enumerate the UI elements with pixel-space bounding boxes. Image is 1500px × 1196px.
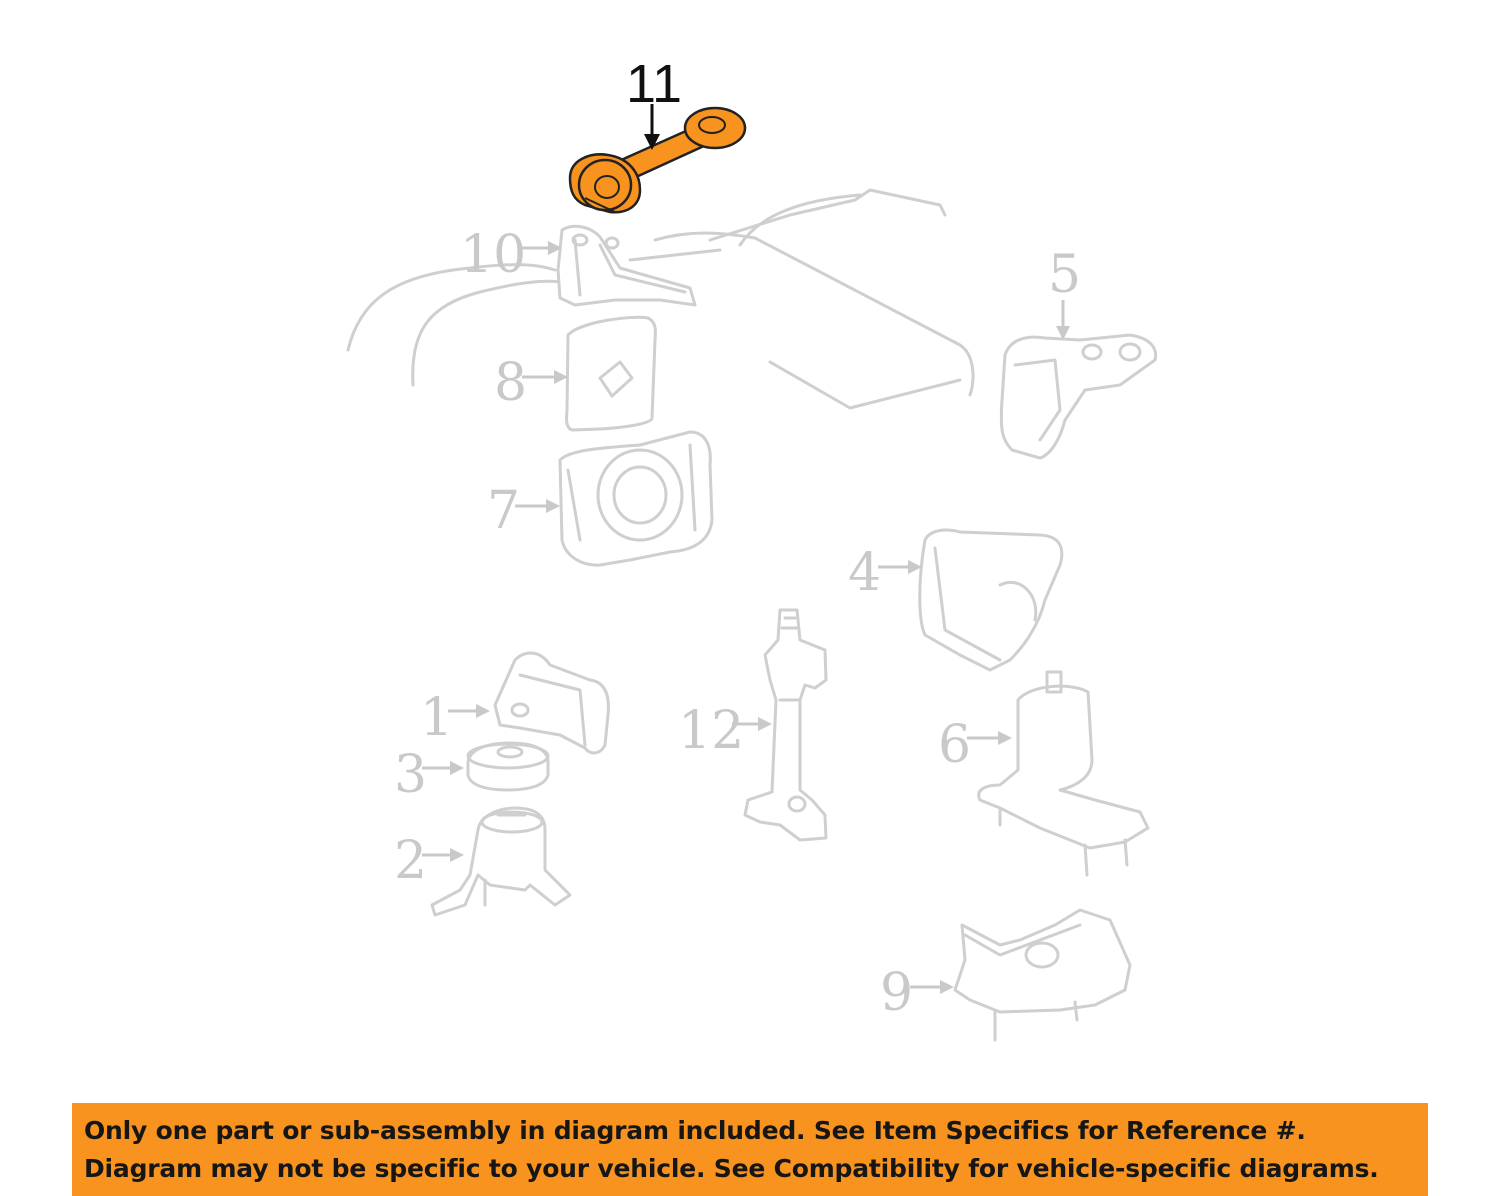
part-9-mount[interactable] <box>953 908 1132 1042</box>
callout-12-arrow <box>732 717 772 731</box>
part-4-bracket[interactable] <box>918 528 1064 672</box>
part-1-bracket[interactable] <box>493 651 610 755</box>
callout-2-arrow <box>422 848 464 862</box>
callout-7-arrow <box>515 499 560 513</box>
part-7-mount-housing[interactable] <box>558 430 714 567</box>
callout-8-arrow <box>522 370 568 384</box>
callout-11: 11 <box>626 54 682 114</box>
disclaimer-line-1: Only one part or sub-assembly in diagram… <box>84 1115 1306 1145</box>
disclaimer-line-2: Diagram may not be specific to your vehi… <box>84 1153 1379 1183</box>
callout-10-arrow <box>520 241 562 255</box>
callout-12: 12 <box>678 701 744 761</box>
callout-4: 4 <box>848 543 881 603</box>
part-3-washer[interactable] <box>466 741 550 792</box>
callout-1: 1 <box>420 688 453 748</box>
callout-3-arrow <box>422 761 464 775</box>
part-12-damper[interactable] <box>743 608 828 842</box>
callout-2: 2 <box>394 831 427 891</box>
callout-9-arrow <box>910 980 954 994</box>
engine-outline <box>346 188 975 410</box>
part-11-torque-rod[interactable] <box>568 106 747 214</box>
part-5-bracket[interactable] <box>999 333 1158 460</box>
callout-4-arrow <box>878 560 922 574</box>
callout-9: 9 <box>880 963 913 1023</box>
callout-6: 6 <box>938 715 971 775</box>
callout-11-arrow <box>644 104 660 150</box>
callout-5: 5 <box>1048 245 1081 305</box>
callout-5-arrow <box>1056 300 1070 340</box>
callout-7: 7 <box>487 481 520 541</box>
callout-10: 10 <box>460 225 526 285</box>
part-2-mount[interactable] <box>430 806 572 917</box>
part-6-mount[interactable] <box>977 670 1150 877</box>
part-8-pad[interactable] <box>565 315 657 432</box>
callout-1-arrow <box>448 704 490 718</box>
disclaimer-banner: Only one part or sub-assembly in diagram… <box>72 1103 1428 1196</box>
callout-3: 3 <box>394 745 427 805</box>
callout-6-arrow <box>967 731 1012 745</box>
part-10-bracket[interactable] <box>556 224 697 307</box>
callout-8: 8 <box>494 353 527 413</box>
